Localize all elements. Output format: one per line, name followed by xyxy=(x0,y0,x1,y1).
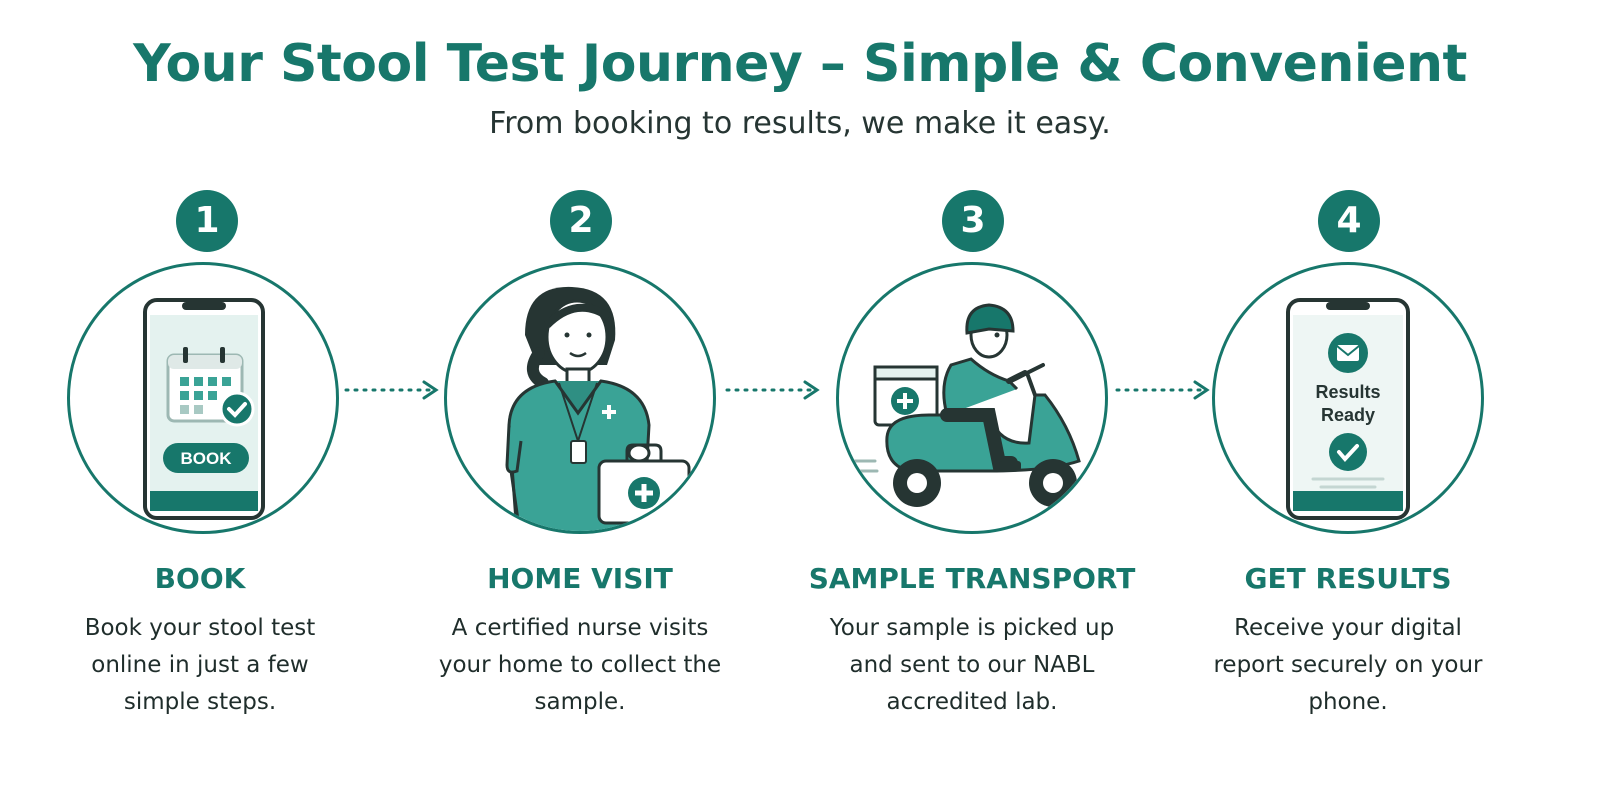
step-title: BOOK xyxy=(154,562,246,595)
arrow-right-icon xyxy=(344,380,439,400)
step-illustration-circle: Results Ready xyxy=(1212,262,1484,534)
step-illustration-circle xyxy=(836,262,1108,534)
step-number-badge: 4 xyxy=(1318,190,1380,252)
step-description: Receive your digital report securely on … xyxy=(1213,615,1483,715)
step-description: A certified nurse visits your home to co… xyxy=(438,615,722,715)
phone-calendar-icon: BOOK xyxy=(143,298,265,520)
results-ready-line-2: Ready xyxy=(1321,405,1375,425)
nurse-medical-kit-icon xyxy=(505,286,691,531)
step-illustration-circle xyxy=(444,262,716,534)
arrow-right-icon xyxy=(1115,380,1210,400)
step-title: HOME VISIT xyxy=(487,562,673,595)
arrow-right-icon xyxy=(725,380,820,400)
scooter-courier-icon xyxy=(851,303,1081,507)
step-illustration-circle: BOOK xyxy=(67,262,339,534)
step-number-badge: 2 xyxy=(550,190,612,252)
step-number-badge: 1 xyxy=(176,190,238,252)
step-title: GET RESULTS xyxy=(1244,562,1452,595)
phone-results-icon: Results Ready xyxy=(1286,298,1410,520)
page-subtitle: From booking to results, we make it easy… xyxy=(489,106,1111,141)
page-title: Your Stool Test Journey – Simple & Conve… xyxy=(133,34,1467,94)
step-title: SAMPLE TRANSPORT xyxy=(808,562,1136,595)
step-number-badge: 3 xyxy=(942,190,1004,252)
step-description: Your sample is picked up and sent to our… xyxy=(829,615,1115,715)
results-ready-line-1: Results xyxy=(1315,382,1380,402)
book-button-label: BOOK xyxy=(181,449,233,468)
step-description: Book your stool test online in just a fe… xyxy=(84,615,316,715)
